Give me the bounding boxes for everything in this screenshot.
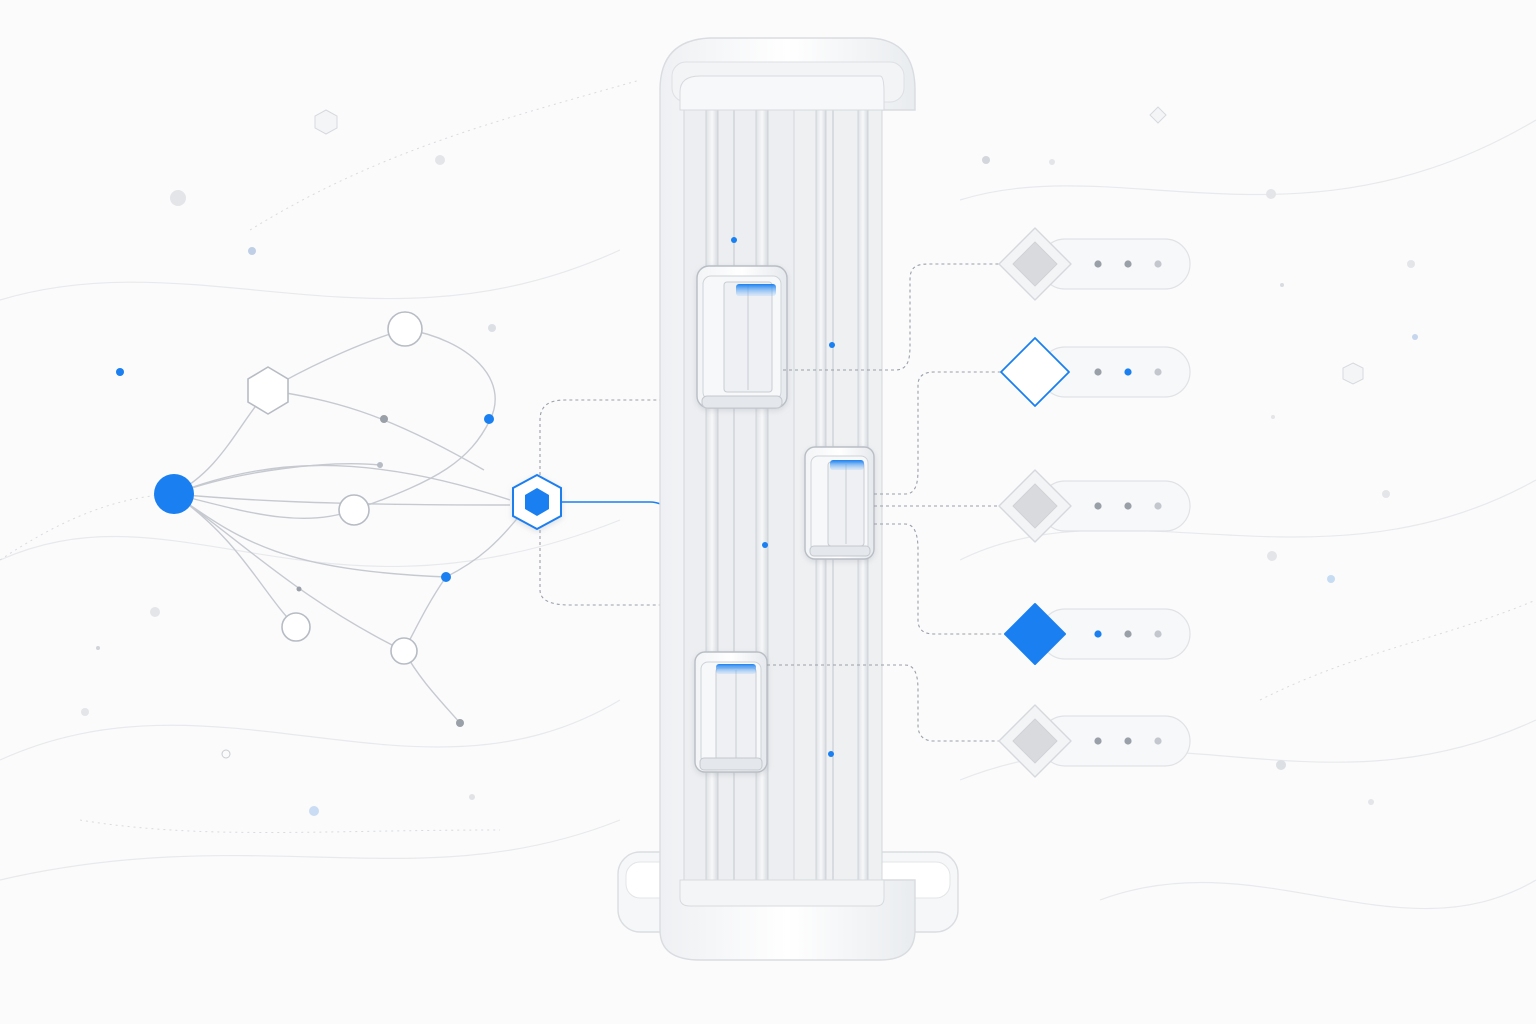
network-nodes <box>154 311 562 727</box>
car-light <box>736 284 776 296</box>
junction-dot <box>380 415 388 423</box>
node-n2[interactable] <box>247 366 289 415</box>
queue-item-5[interactable] <box>998 704 1191 778</box>
elevator-tower <box>617 37 959 961</box>
indicator-dot <box>1124 502 1132 510</box>
junction-dot <box>456 719 464 727</box>
queue-connectors <box>767 263 1006 742</box>
node-n5[interactable] <box>390 637 418 665</box>
indicator-dot <box>1094 260 1102 268</box>
network-graph <box>154 311 562 727</box>
indicator-dot <box>1094 737 1102 745</box>
shaft-indicator <box>731 237 737 243</box>
indicator-dot <box>1124 737 1132 745</box>
indicator-dot <box>1124 630 1132 638</box>
queue-item-4[interactable] <box>1004 603 1191 665</box>
junction-dot <box>484 414 494 424</box>
junction-dot <box>296 586 302 592</box>
queue-item-1[interactable] <box>998 227 1191 301</box>
queue-item-2[interactable] <box>1000 337 1191 407</box>
car-light <box>830 460 864 470</box>
indicator-dot <box>1094 502 1102 510</box>
shaft-indicator <box>828 751 834 757</box>
indicator-dot <box>1154 260 1162 268</box>
dispatch-queue <box>998 227 1191 778</box>
shaft-indicator <box>762 542 768 548</box>
indicator-dot <box>1154 630 1162 638</box>
status-diamond-icon <box>1012 483 1058 529</box>
status-diamond-icon <box>1012 718 1058 764</box>
queue-item-3[interactable] <box>998 469 1191 543</box>
hub-node[interactable] <box>512 473 562 531</box>
junction-dot <box>441 572 451 582</box>
elevator-car-2[interactable] <box>804 446 875 560</box>
source-node[interactable] <box>154 474 194 514</box>
background-dashed-waves <box>0 79 1536 833</box>
node-n1[interactable] <box>387 311 423 347</box>
elevator-car-1[interactable] <box>696 265 788 409</box>
indicator-dot <box>1124 260 1132 268</box>
status-diamond-icon <box>1000 337 1070 407</box>
particles <box>81 106 1418 816</box>
status-diamond-icon <box>1012 241 1058 287</box>
elevator-car-3[interactable] <box>694 651 768 773</box>
indicator-dot <box>1094 630 1102 638</box>
indicator-dot <box>1124 368 1132 376</box>
shaft-indicator <box>829 342 835 348</box>
car-light <box>716 664 756 674</box>
status-diamond-icon <box>1004 603 1066 665</box>
network-edges <box>173 328 521 724</box>
junction-dot <box>377 462 383 468</box>
indicator-dot <box>1154 737 1162 745</box>
node-n3[interactable] <box>338 494 370 526</box>
node-n4[interactable] <box>281 612 311 642</box>
indicator-dot <box>1154 368 1162 376</box>
indicator-dot <box>1094 368 1102 376</box>
indicator-dot <box>1154 502 1162 510</box>
